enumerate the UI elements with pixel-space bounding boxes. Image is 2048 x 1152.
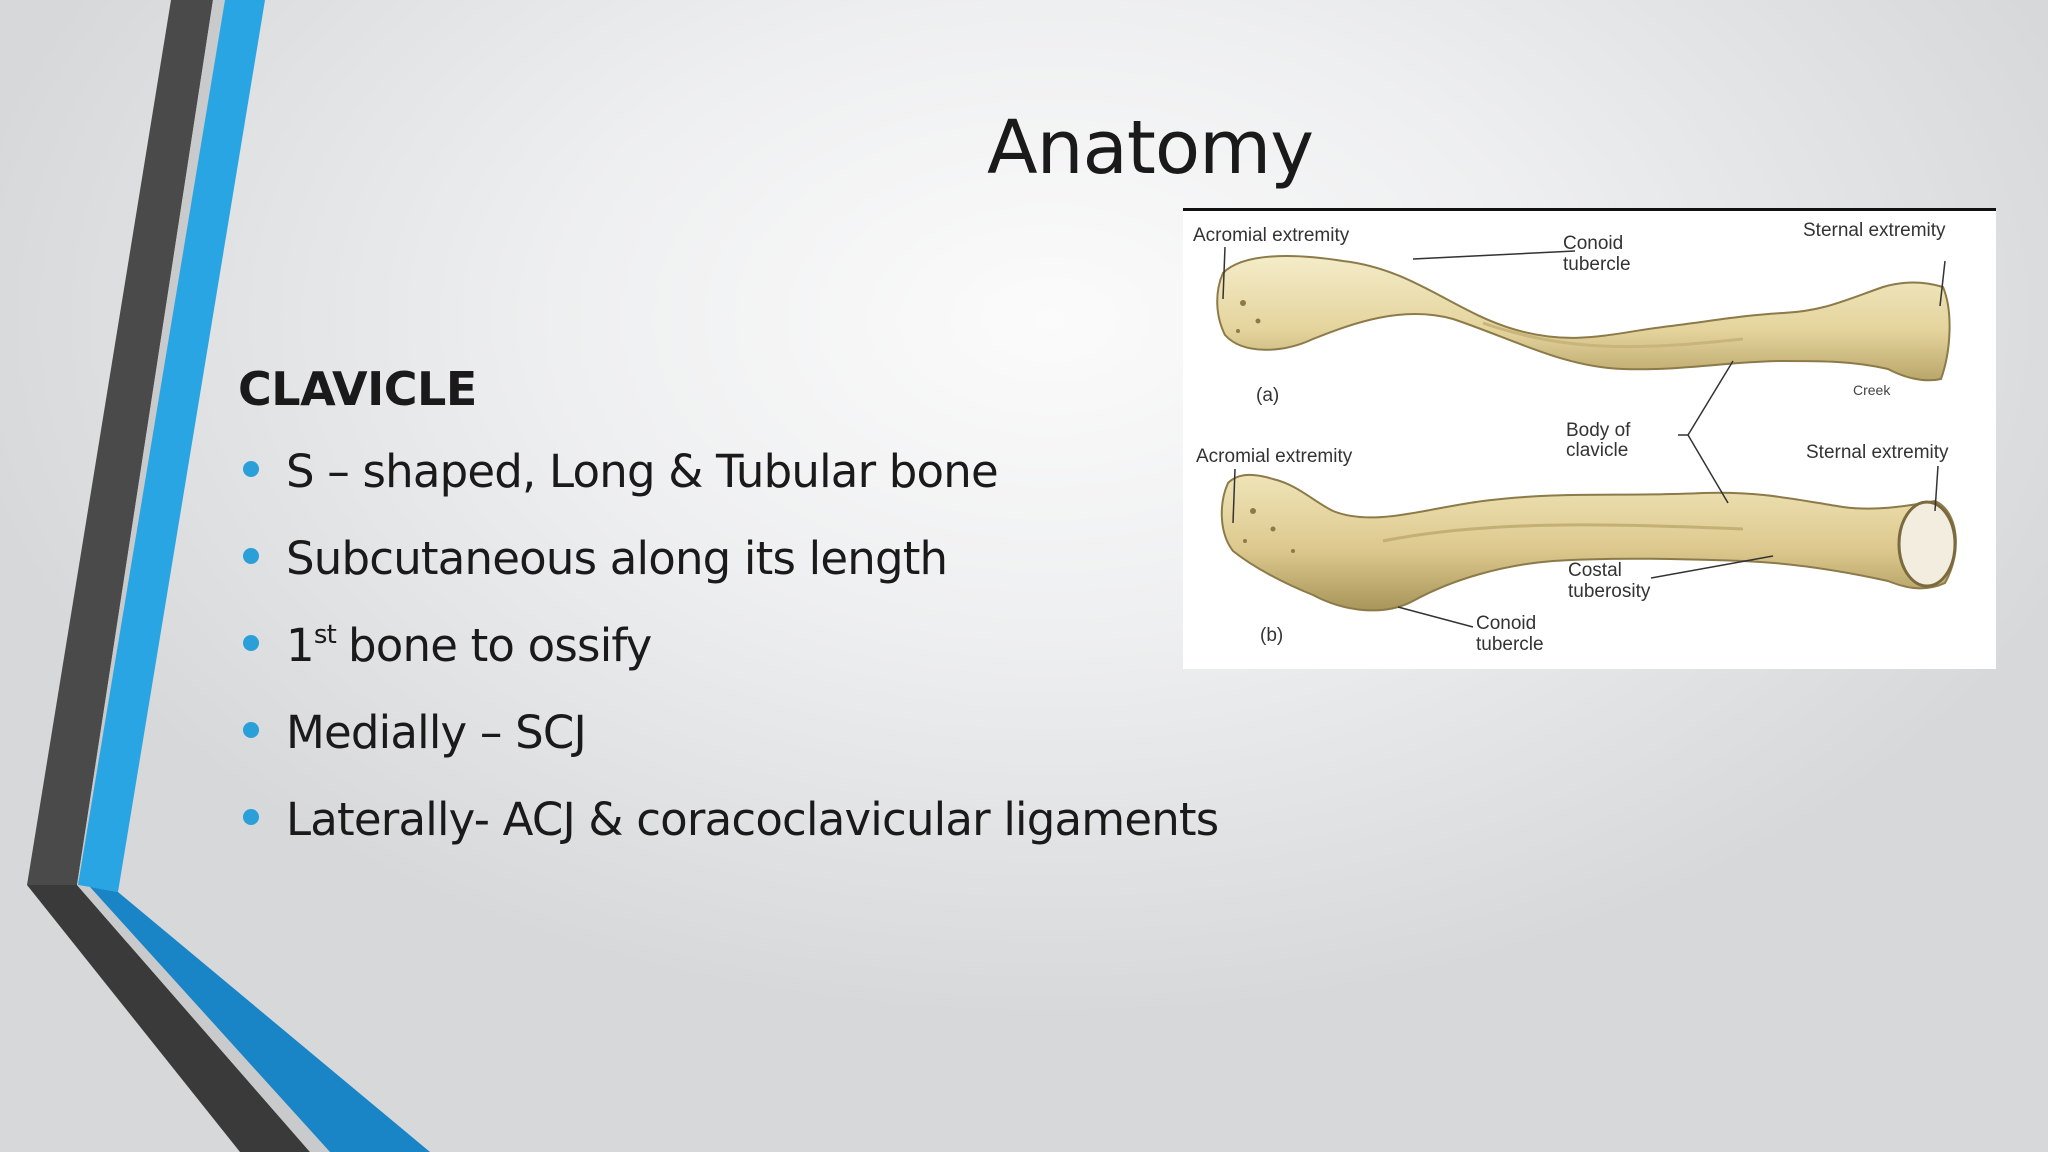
clavicle-bone-superior-view: [1216, 255, 1951, 382]
label-costal-tuberosity-1: Costal: [1568, 560, 1622, 581]
label-acromial-extremity-b: Acromial extremity: [1196, 446, 1353, 467]
bullet-item: S – shaped, Long & Tubular bone: [238, 445, 1218, 532]
bullet-dot-icon: [243, 722, 259, 738]
bullet-prefix: 1: [286, 619, 315, 672]
bullet-item: Laterally- ACJ & coracoclavicular ligame…: [238, 793, 1219, 880]
bullet-item: Subcutaneous along its length: [238, 532, 1218, 619]
label-body-of-clavicle-2: clavicle: [1566, 440, 1628, 461]
label-acromial-extremity-a: Acromial extremity: [1193, 225, 1350, 246]
label-sternal-extremity-b: Sternal extremity: [1806, 442, 1949, 463]
label-panel-b: (b): [1260, 625, 1283, 646]
label-panel-a: (a): [1256, 385, 1279, 406]
label-body-of-clavicle-1: Body of: [1566, 420, 1631, 441]
slide-title: Anatomy: [986, 105, 1314, 191]
bullet-superscript: st: [313, 620, 337, 650]
bullet-dot-icon: [243, 809, 259, 825]
label-conoid-tubercle-a-2: tubercle: [1563, 254, 1631, 275]
bullet-text: S – shaped, Long & Tubular bone: [286, 445, 999, 498]
bullet-text: Medially – SCJ: [286, 706, 587, 759]
label-credit: Creek: [1853, 382, 1891, 398]
label-costal-tuberosity-2: tuberosity: [1568, 581, 1651, 602]
section-heading: CLAVICLE: [238, 362, 477, 416]
label-conoid-tubercle-b-1: Conoid: [1476, 613, 1536, 634]
clavicle-figure: Acromial extremity Conoid tubercle Stern…: [1183, 208, 1996, 669]
clavicle-illustration: Acromial extremity Conoid tubercle Stern…: [1193, 220, 1957, 655]
bullet-text: Laterally- ACJ & coracoclavicular ligame…: [286, 793, 1219, 846]
label-sternal-extremity-a: Sternal extremity: [1803, 220, 1946, 241]
bullet-text: bone to ossify: [347, 619, 652, 672]
label-conoid-tubercle-b-2: tubercle: [1476, 634, 1544, 655]
bullet-dot-icon: [243, 635, 259, 651]
label-conoid-tubercle-a-1: Conoid: [1563, 233, 1623, 254]
bullet-list: S – shaped, Long & Tubular bone Subcutan…: [238, 445, 1219, 880]
bullet-text: Subcutaneous along its length: [286, 532, 948, 585]
bullet-dot-icon: [243, 461, 259, 477]
bullet-dot-icon: [243, 548, 259, 564]
bullet-item: Medially – SCJ: [238, 706, 1218, 793]
bullet-item: 1st bone to ossify: [238, 619, 1218, 706]
clavicle-bone-inferior-view: [1220, 473, 1957, 612]
